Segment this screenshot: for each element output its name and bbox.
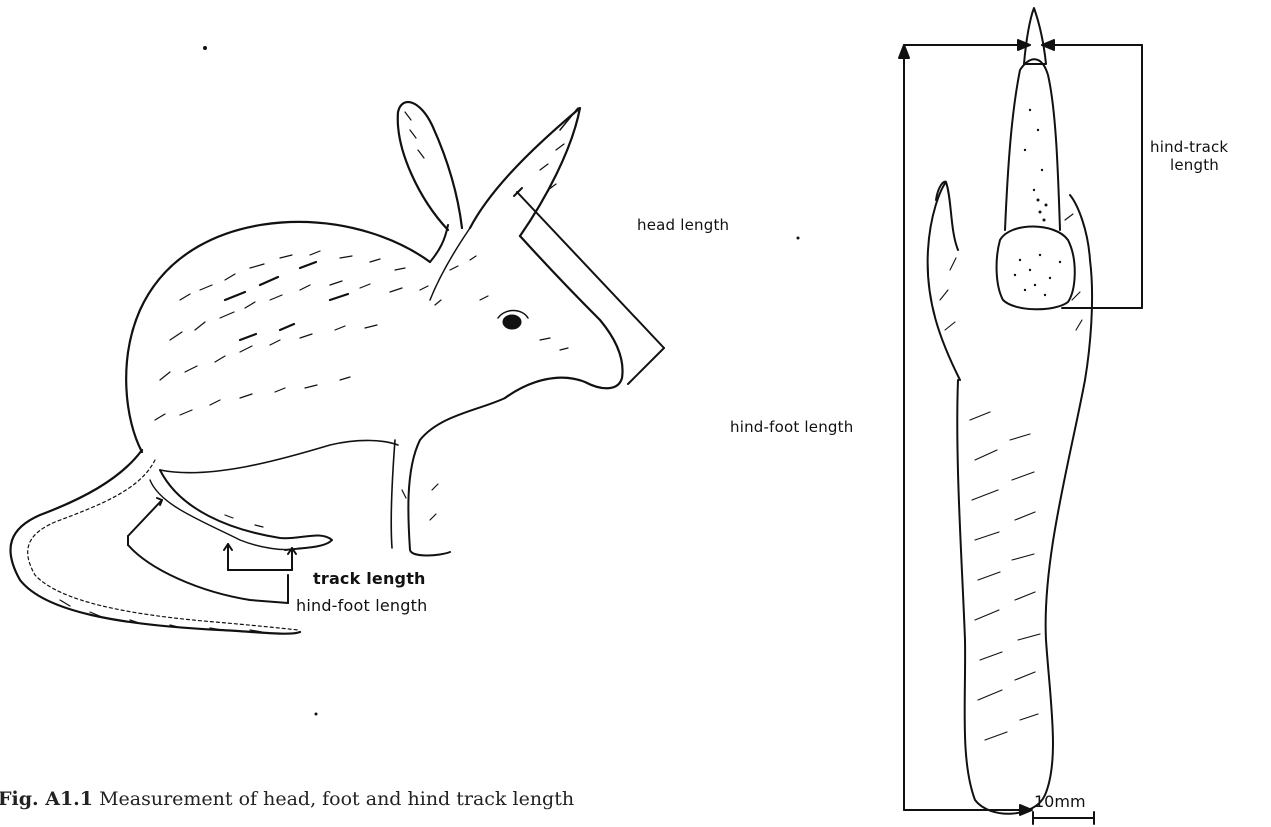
hind-foot-length-label-right: hind-foot length xyxy=(730,418,853,436)
figure-number: Fig. A1.1 xyxy=(0,788,93,810)
head-length-label: head length xyxy=(637,216,729,234)
hind-track-length-label-line1: hind-track xyxy=(1150,138,1228,156)
track-length-bracket xyxy=(224,544,296,570)
scale-bar-label: 10mm xyxy=(1034,792,1086,811)
scale-bar xyxy=(1033,812,1094,824)
track-length-label: track length xyxy=(313,569,426,588)
figure-caption: Fig. A1.1 Measurement of head, foot and … xyxy=(0,788,574,810)
hind-foot-length-label-left: hind-foot length xyxy=(296,596,427,615)
hind-foot-drawing xyxy=(928,8,1092,814)
hind-foot-length-bracket-left xyxy=(128,498,288,603)
bilby-drawing xyxy=(10,102,622,634)
hind-track-length-label-line2: length xyxy=(1170,156,1219,174)
figure-caption-text: Measurement of head, foot and hind track… xyxy=(99,788,574,810)
